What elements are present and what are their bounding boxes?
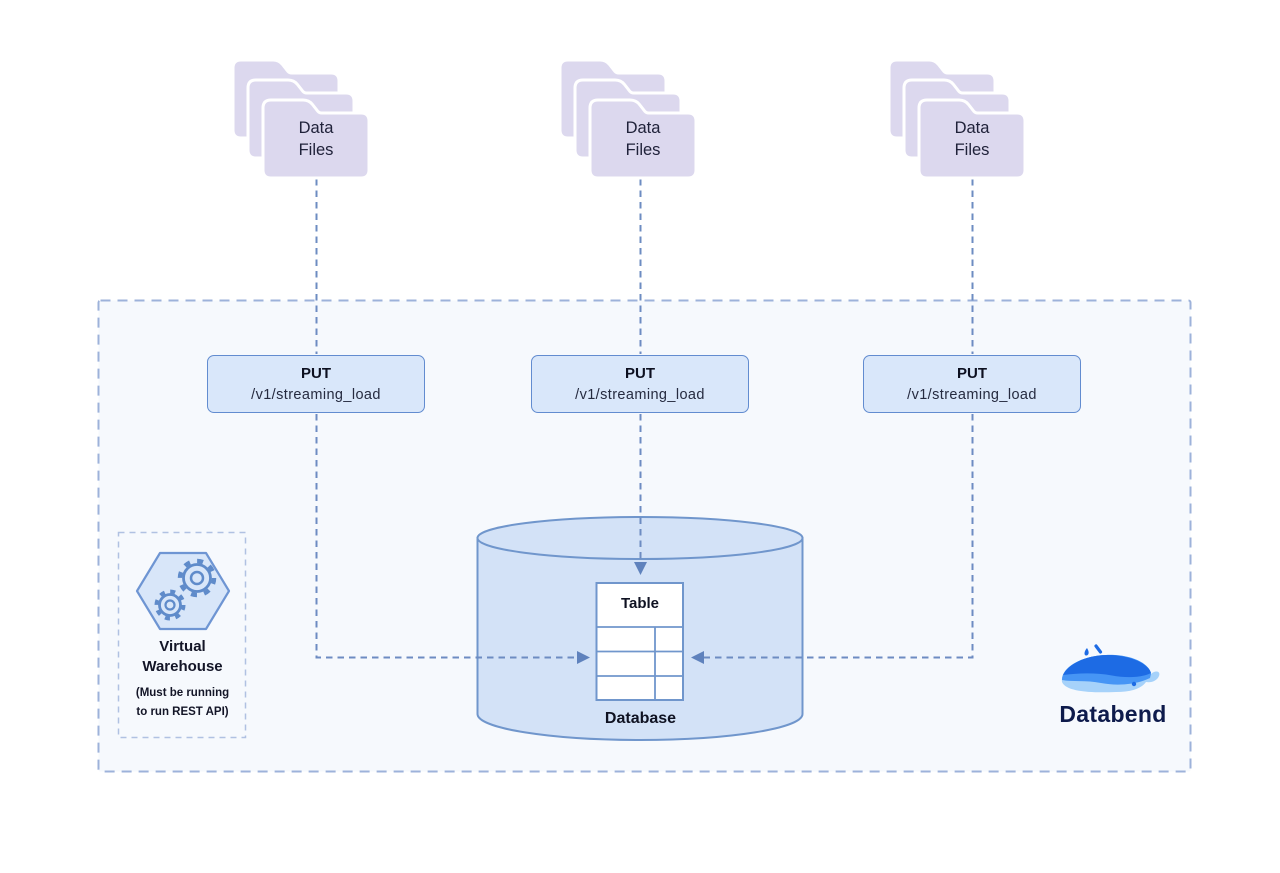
- databend-whale-logo-icon: [1061, 644, 1160, 693]
- folder-label: Data Files: [298, 119, 334, 159]
- endpoint-box-2: PUT /v1/streaming_load: [531, 355, 749, 413]
- virtual-warehouse-title: Virtual Warehouse: [142, 638, 223, 675]
- endpoint-path: /v1/streaming_load: [575, 386, 705, 403]
- endpoint-method: PUT: [957, 364, 987, 382]
- database-label: Database: [604, 710, 677, 727]
- arrowhead-right-icon: [577, 651, 590, 664]
- virtual-warehouse-box: [117, 531, 247, 739]
- folder-label: Data Files: [954, 119, 990, 159]
- endpoint-method: PUT: [301, 364, 331, 382]
- virtual-warehouse-note-line: (Must be running: [135, 687, 230, 699]
- table-label: Table: [620, 595, 660, 612]
- endpoint-method: PUT: [625, 364, 655, 382]
- virtual-warehouse-note-line: to run REST API): [136, 706, 229, 718]
- endpoint-box-1: PUT /v1/streaming_load: [207, 355, 425, 413]
- virtual-warehouse-note: (Must be running to run REST API): [116, 684, 249, 722]
- arrowhead-down-icon: [634, 562, 647, 575]
- virtual-warehouse-icon: [135, 551, 231, 631]
- brand-name: Databend: [1059, 701, 1167, 727]
- connector-put3-to-table: [704, 414, 974, 659]
- gears-icon: [154, 558, 217, 621]
- connector-put1-to-table: [315, 414, 576, 659]
- endpoint-box-3: PUT /v1/streaming_load: [863, 355, 1081, 413]
- endpoint-path: /v1/streaming_load: [907, 386, 1037, 403]
- table-grid: [595, 582, 684, 701]
- endpoint-path: /v1/streaming_load: [251, 386, 381, 403]
- arrowhead-left-icon: [691, 651, 704, 664]
- folder-label: Data Files: [625, 119, 661, 159]
